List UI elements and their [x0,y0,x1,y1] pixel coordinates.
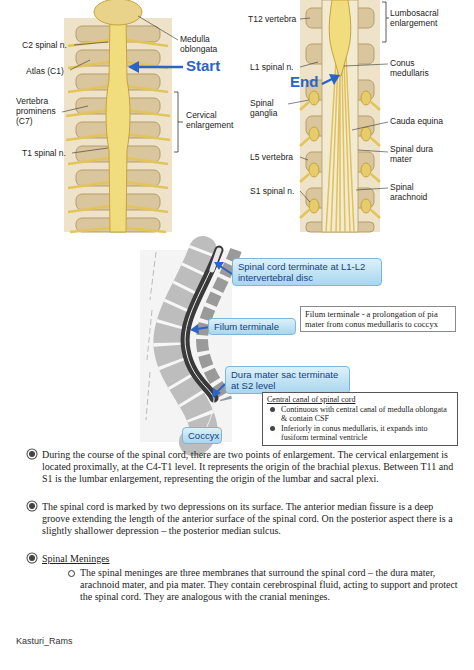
node-text: Filum terminale [214,321,290,332]
part-label: S1 spinal n. [250,186,306,196]
sagittal-section-illustration [220,266,232,274]
part-label: L5 vertebra [250,152,306,162]
pointer-label: Start [186,58,236,74]
lumbar-cord-illustration [326,56,354,232]
cervical-cord-illustration [174,92,183,152]
sagittal-section-illustration [140,250,236,442]
part-label: C2 spinal n. [22,40,84,50]
part-label: Medulla oblongata [180,34,226,54]
lumbar-cord-illustration [309,127,319,141]
part-label: T12 vertebra [248,14,308,24]
part-label: Atlas (C1) [26,66,76,76]
lumbar-cord-illustration [322,79,332,84]
part-label: Vertebra prominens (C7) [16,96,66,126]
lumbar-cord-illustration [361,199,371,213]
bullet-text: Continuous with central canal of medulla… [267,405,453,424]
part-label: Spinal arachnoid [390,182,442,202]
lumbar-cord-illustration [288,0,389,232]
part-label: Spinal dura mater [390,144,444,164]
node-text: Coccyx [188,430,216,441]
node-text: Dura mater sac terminate at S2 level [231,369,344,391]
lumbar-cord-illustration [322,0,358,232]
part-label: Cervical enlargement [186,110,242,130]
lumbar-cord-illustration [361,91,371,105]
sagittal-section-illustration [190,324,199,334]
note-box: Central canal of spinal cordContinuous w… [262,392,458,446]
part-label: Lumbosacral enlargement [390,8,462,28]
node-text: Central canal of spinal cord [267,395,453,405]
callout-box: Dura mater sac terminate at S2 level [225,366,350,394]
sub-paragraph: The spinal meninges are three membranes … [80,567,460,604]
cervical-cord-illustration [138,66,183,69]
sagittal-section-illustration [212,388,221,398]
lumbar-cord-illustration [309,163,319,177]
callout-box: Spinal cord terminate at L1-L2 intervert… [232,258,382,286]
bullet-text: Inferiorly in conus medullaris, it expan… [267,424,453,443]
cervical-cord-illustration [64,18,172,232]
cervical-cord-illustration [106,18,130,232]
author-footer: Kasturi_Rams [16,636,136,647]
pointer-label: End [290,74,330,90]
lumbar-cord-illustration [309,91,319,105]
node-text: Filum terminale - a prolongation of pia … [305,309,451,329]
part-label: L1 spinal n. [250,62,306,72]
section-heading: Spinal Meninges [42,553,242,565]
cervical-cord-illustration [94,0,142,25]
callout-box: Coccyx [182,427,222,444]
lumbar-cord-illustration [288,18,388,202]
lumbar-cord-illustration [300,0,380,232]
lumbar-cord-illustration [361,127,371,141]
lumbar-cord-illustration [361,163,371,177]
lumbar-cord-illustration [300,102,380,218]
part-label: Spinal ganglia [250,98,292,118]
cervical-cord-illustration [128,61,139,73]
lumbar-cord-illustration [382,2,389,42]
callout-box: Filum terminale [208,318,296,335]
sagittal-section-illustration [214,262,224,270]
sagittal-section-illustration [185,250,219,440]
lumbar-cord-illustration [329,74,340,85]
body-paragraph: The spinal cord is marked by two depress… [42,501,460,538]
lumbar-cord-illustration [329,0,351,76]
cervical-cord-illustration [62,0,183,232]
part-label: T1 spinal n. [22,148,78,158]
part-label: Conus medullaris [390,58,454,78]
sagittal-section-illustration [217,384,225,392]
lumbar-cord-illustration [309,199,319,213]
node-text: Spinal cord terminate at L1-L2 intervert… [238,261,376,283]
body-paragraph: During the course of the spinal cord, th… [42,449,460,486]
note-box: Filum terminale - a prolongation of pia … [300,306,456,332]
part-label: Cauda equina [390,116,462,126]
cervical-cord-illustration [62,16,178,153]
